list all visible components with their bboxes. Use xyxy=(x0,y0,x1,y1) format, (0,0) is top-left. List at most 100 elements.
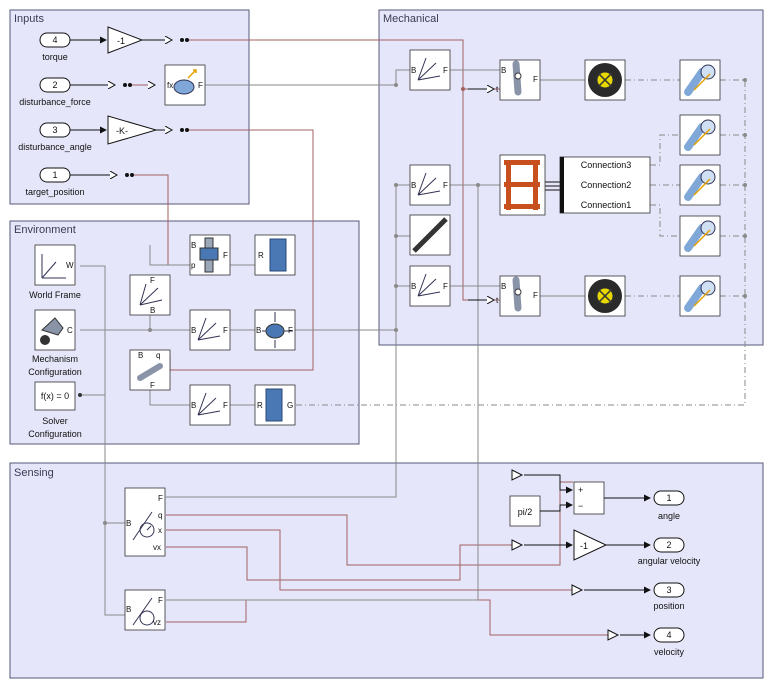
revolute-joint-mech-2-port-f: F xyxy=(533,291,538,300)
spatial-contact-1[interactable] xyxy=(679,59,721,101)
constant-pi-half-text: pi/2 xyxy=(518,507,533,517)
transform-sensor-2[interactable]: B F vz xyxy=(124,589,166,631)
rigid-transform-mech-2-port-f: F xyxy=(443,181,448,190)
external-force-port-f: F xyxy=(198,81,203,90)
solver-configuration-label-2: Configuration xyxy=(28,429,82,439)
transform-sensor-1-port-b: B xyxy=(126,519,131,528)
spherical-solid-port-f: F xyxy=(288,326,293,335)
solid-block-env-2-port-r: R xyxy=(257,401,263,410)
solid-block-env-2[interactable]: R G xyxy=(254,384,296,426)
connection1-label: Connection1 xyxy=(581,200,632,210)
solid-block-env-2-port-g: G xyxy=(287,401,293,410)
mechanism-configuration-label-2: Configuration xyxy=(28,367,82,377)
wheel-block-2[interactable] xyxy=(584,275,626,317)
external-force-port-fx: fx xyxy=(167,81,173,90)
mechanism-configuration-block[interactable]: C Mechanism Configuration xyxy=(28,309,82,377)
revolute-joint-env-port-f: F xyxy=(150,381,155,390)
solver-configuration-block[interactable]: f(x) = 0 Solver Configuration xyxy=(28,381,82,439)
spherical-solid-block[interactable]: B F xyxy=(254,309,296,351)
outport-angular-velocity[interactable]: 2 angular velocity xyxy=(638,537,701,566)
rigid-transform-mech-1[interactable]: B F xyxy=(409,49,451,91)
outport-velocity-number: 4 xyxy=(666,630,671,640)
plate-solid-block[interactable] xyxy=(409,214,451,256)
constant-pi-half[interactable]: pi/2 xyxy=(509,495,541,527)
outport-angle-number: 1 xyxy=(666,493,671,503)
outport-position-number: 3 xyxy=(666,585,671,595)
prismatic-joint-port-p: p xyxy=(191,261,196,270)
rigid-transform-env-1[interactable]: B F xyxy=(129,274,171,316)
gain-negative-one[interactable]: -1 xyxy=(107,26,144,54)
spatial-contact-3[interactable] xyxy=(679,164,721,206)
revolute-joint-mech-2-port-b: B xyxy=(501,282,506,291)
transform-sensor-1-port-q: q xyxy=(158,511,162,520)
revolute-joint-mech-1-port-t: t xyxy=(496,85,499,94)
spatial-contact-2[interactable] xyxy=(679,114,721,156)
rigid-transform-mech-3-port-f: F xyxy=(443,282,448,291)
sensing-area[interactable]: Sensing xyxy=(9,462,764,679)
transform-sensor-2-port-f: F xyxy=(158,596,163,605)
inport-disturbance-force-number: 2 xyxy=(52,80,57,90)
sum-block[interactable]: + − xyxy=(573,481,605,515)
revolute-joint-env-port-b: B xyxy=(138,351,143,360)
rigid-transform-mech-2[interactable]: B F xyxy=(409,164,451,206)
spatial-contact-5[interactable] xyxy=(679,275,721,317)
rigid-transform-env-2[interactable]: B F xyxy=(189,309,231,351)
world-frame-port-w: W xyxy=(66,261,74,270)
gain-negative-one-text: -1 xyxy=(117,36,125,46)
connection-subsystem[interactable]: Connection3 Connection2 Connection1 xyxy=(559,156,651,214)
prismatic-joint-port-f: F xyxy=(223,251,228,260)
spatial-contact-4[interactable] xyxy=(679,215,721,257)
rigid-transform-env-1-port-b: B xyxy=(150,306,155,315)
inport-disturbance-angle-label: disturbance_angle xyxy=(18,142,92,152)
transform-sensor-1-port-x: x xyxy=(158,526,162,535)
transform-sensor-2-port-b: B xyxy=(126,605,131,614)
revolute-joint-env[interactable]: B q F xyxy=(129,349,171,391)
transform-sensor-1[interactable]: B F q x vx xyxy=(124,487,166,557)
revolute-joint-mech-2[interactable]: B F xyxy=(499,275,541,317)
rigid-transform-env-1-port-f: F xyxy=(150,276,155,285)
external-force-block[interactable]: fx F xyxy=(164,64,206,106)
inputs-area-title: Inputs xyxy=(14,13,44,25)
outport-angle[interactable]: 1 angle xyxy=(653,490,685,521)
gain-k-text: -K- xyxy=(116,126,128,136)
revolute-joint-mech-2-port-t: t xyxy=(496,296,499,305)
inport-disturbance-force-label: disturbance_force xyxy=(19,97,91,107)
outport-angle-label: angle xyxy=(658,511,680,521)
solid-block-env-1[interactable]: R xyxy=(254,234,296,276)
rigid-transform-mech-2-port-b: B xyxy=(411,181,416,190)
world-frame-block[interactable]: W World Frame xyxy=(29,244,81,300)
inport-disturbance-angle-number: 3 xyxy=(52,125,57,135)
wheel-block-1[interactable] xyxy=(584,59,626,101)
rigid-transform-mech-1-port-b: B xyxy=(411,66,416,75)
world-frame-label: World Frame xyxy=(29,290,81,300)
rigid-transform-env-3-port-b: B xyxy=(191,401,196,410)
prismatic-joint-port-b: B xyxy=(191,241,196,250)
chassis-block[interactable] xyxy=(499,154,546,216)
sense-gain-negative-one[interactable]: -1 xyxy=(573,529,608,561)
outport-position-label: position xyxy=(653,601,684,611)
transform-sensor-1-port-vx: vx xyxy=(153,543,161,552)
outport-position[interactable]: 3 position xyxy=(653,582,685,611)
transform-sensor-2-port-vz: vz xyxy=(153,618,161,627)
sense-gain-negative-one-text: -1 xyxy=(580,541,588,551)
inport-torque-label: torque xyxy=(42,52,68,62)
rigid-transform-env-2-port-f: F xyxy=(223,326,228,335)
prismatic-joint-block[interactable]: B p F xyxy=(189,234,231,276)
inport-disturbance-angle[interactable]: 3 disturbance_angle xyxy=(18,122,92,152)
solver-configuration-expression: f(x) = 0 xyxy=(41,391,69,401)
inport-target-position-number: 1 xyxy=(52,170,57,180)
inport-target-position-label: target_position xyxy=(25,187,84,197)
connection2-label: Connection2 xyxy=(581,180,632,190)
outport-velocity[interactable]: 4 velocity xyxy=(653,627,685,657)
gain-k[interactable]: -K- xyxy=(107,115,158,145)
rigid-transform-env-2-port-b: B xyxy=(191,326,196,335)
revolute-joint-mech-1[interactable]: B F xyxy=(499,59,541,101)
revolute-joint-env-port-q: q xyxy=(156,351,160,360)
rigid-transform-mech-3[interactable]: B F xyxy=(409,265,451,307)
mechanism-configuration-label: Mechanism xyxy=(32,354,78,364)
transform-sensor-1-port-f: F xyxy=(158,494,163,503)
rigid-transform-env-3[interactable]: B F xyxy=(189,384,231,426)
solver-configuration-label: Solver xyxy=(42,416,68,426)
sensing-area-title: Sensing xyxy=(14,467,54,479)
